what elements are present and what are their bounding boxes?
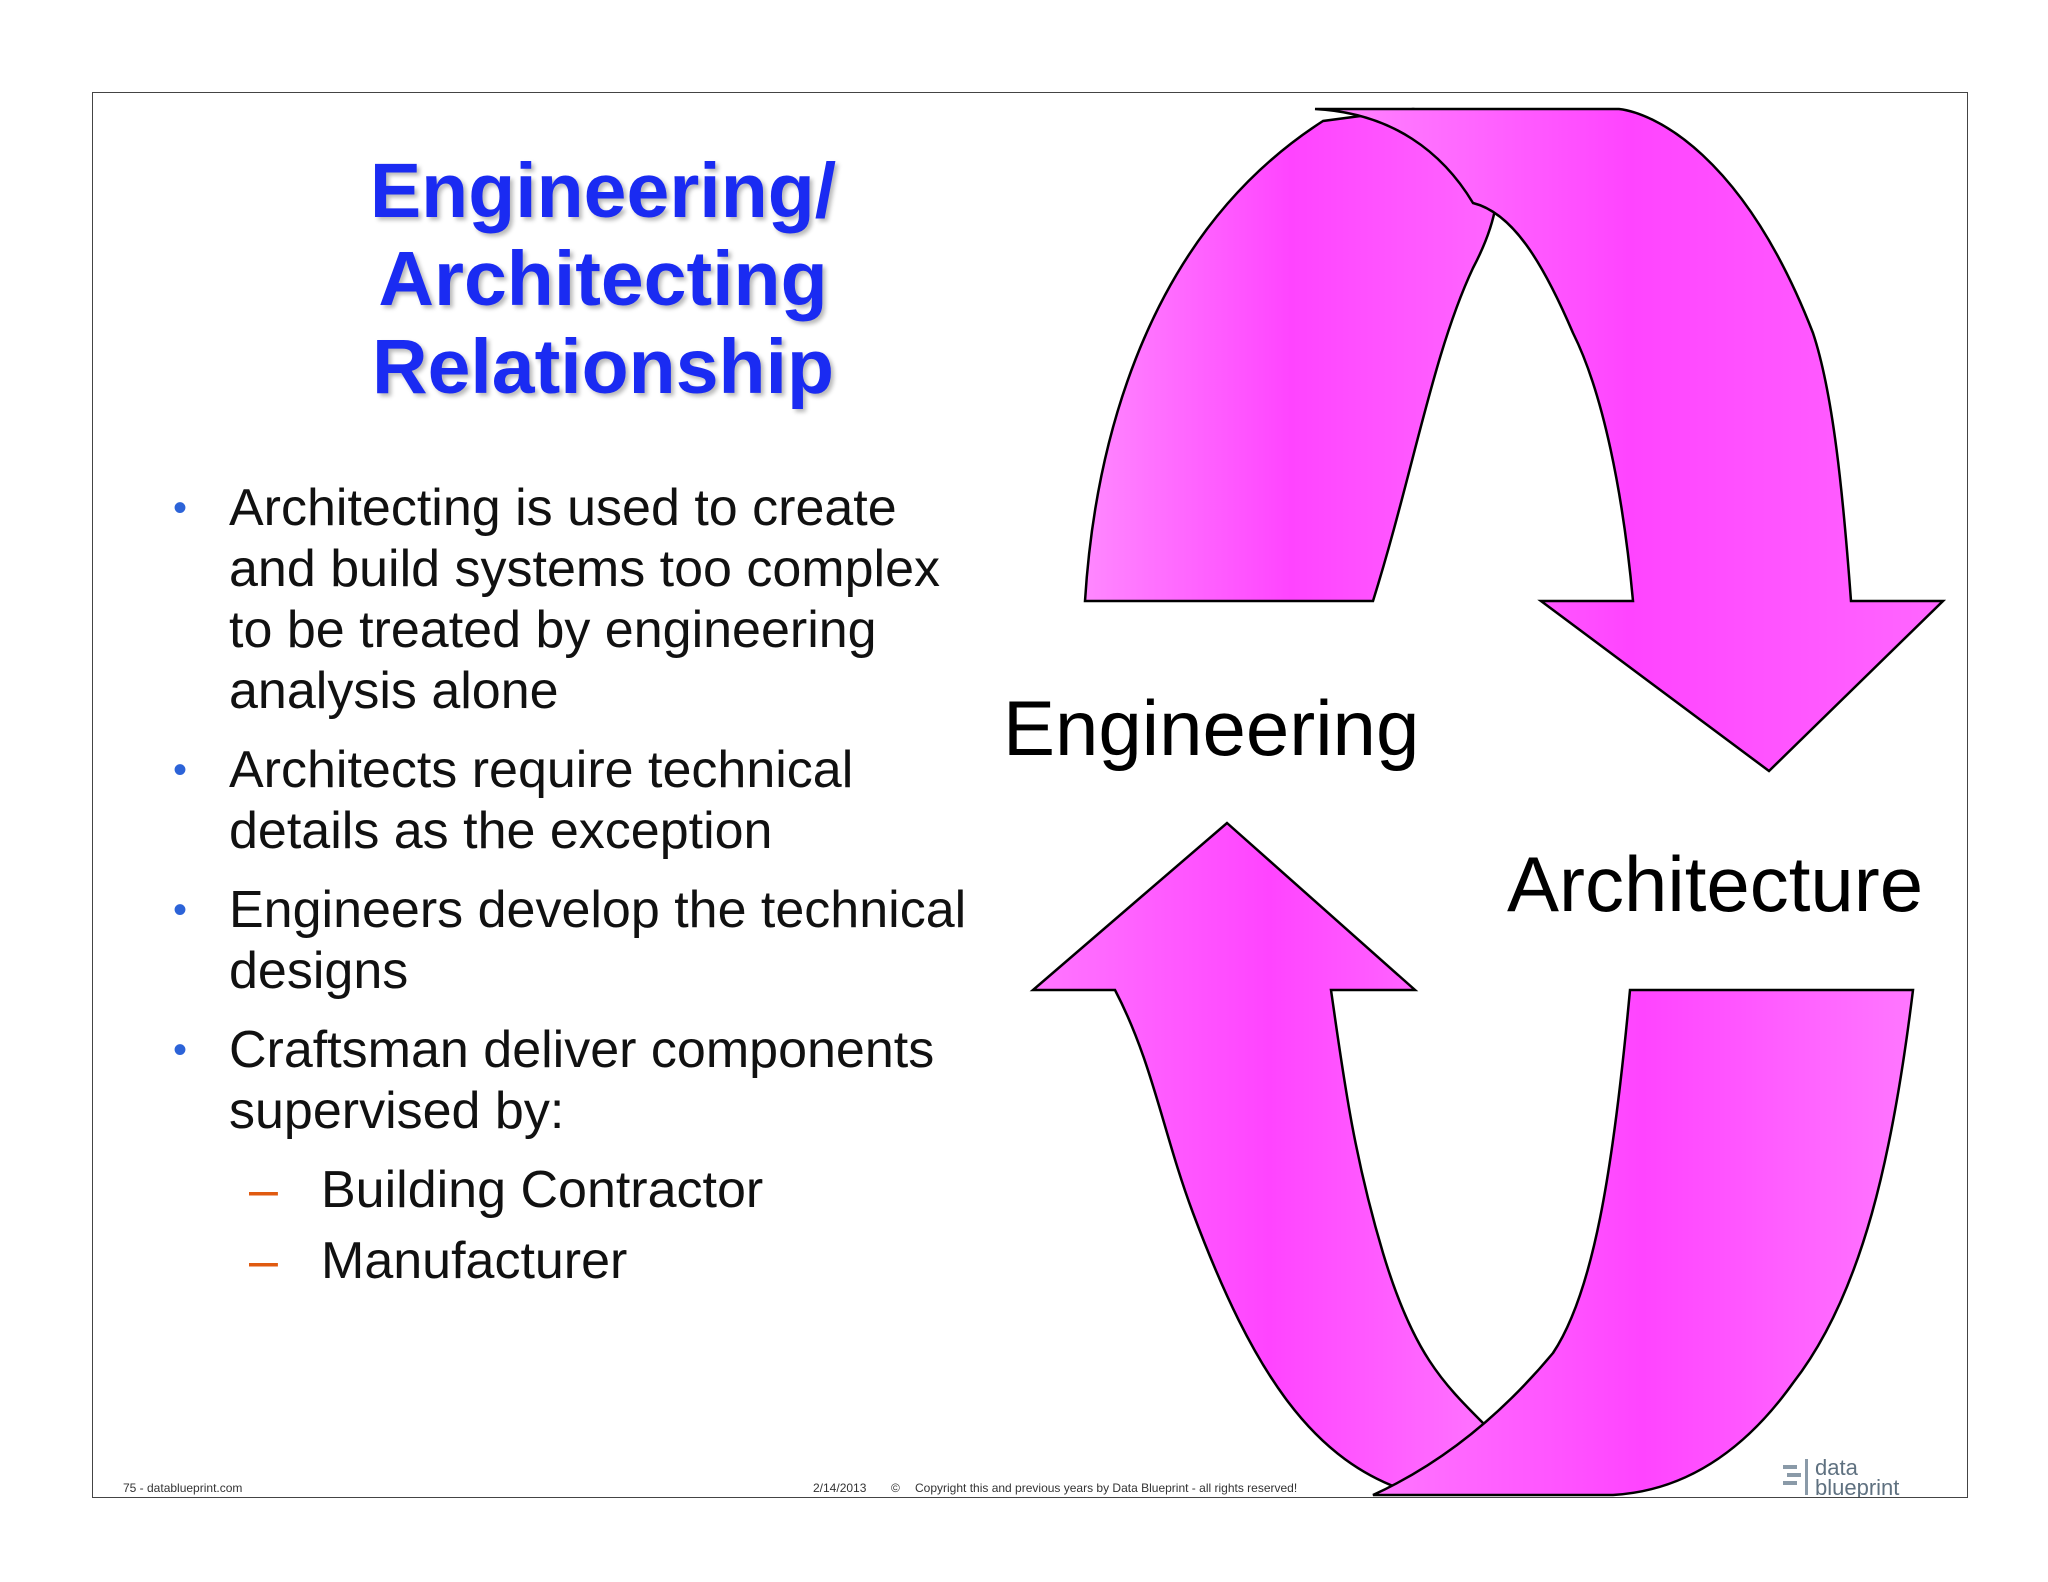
sub-bullet-item: – Building Contractor <box>229 1160 973 1221</box>
sub-bullet-text: Building Contractor <box>321 1161 764 1219</box>
bottom-arc-right-band <box>1372 988 1915 1497</box>
sub-bullet-item: – Manufacturer <box>229 1231 973 1292</box>
dash-icon: – <box>249 1232 278 1290</box>
title-line-1: Engineering/ <box>369 148 837 234</box>
dash-icon: – <box>249 1161 278 1219</box>
footer-date: 2/14/2013 <box>813 1481 867 1495</box>
footer-page: 75 - datablueprint.com <box>123 1481 243 1495</box>
bullet-text: Architects require technical details as … <box>229 741 854 860</box>
logo-text-data: data <box>1815 1455 1859 1480</box>
sub-bullet-list: – Building Contractor – Manufacturer <box>229 1160 973 1292</box>
slide: Engineering/ Architecting Relationship •… <box>92 92 1968 1498</box>
slide-title: Engineering/ Architecting Relationship <box>323 147 883 411</box>
bullet-item: • Architects require technical details a… <box>173 740 973 862</box>
bullet-icon: • <box>173 888 188 932</box>
label-engineering: Engineering <box>1003 684 1419 772</box>
top-arc-left-band <box>1083 107 1499 603</box>
bullet-text: Architecting is used to create and build… <box>229 479 941 720</box>
bullet-item: • Architecting is used to create and bui… <box>173 478 973 722</box>
footer-copyright: Copyright this and previous years by Dat… <box>915 1481 1298 1495</box>
bullet-item: • Engineers develop the technical design… <box>173 880 973 1002</box>
bullet-icon: • <box>173 748 188 792</box>
footer-copyright-symbol: © <box>891 1481 900 1495</box>
bullet-list: • Architecting is used to create and bui… <box>173 478 973 1310</box>
cycle-diagram: Engineering Architecture <box>1003 107 1947 1497</box>
data-blueprint-logo: data blueprint <box>1783 1455 1899 1498</box>
sub-bullet-text: Manufacturer <box>321 1232 628 1290</box>
bullet-icon: • <box>173 486 188 530</box>
logo-text-blueprint: blueprint <box>1815 1475 1899 1498</box>
bottom-arrow <box>1029 821 1508 1495</box>
top-arrow <box>1314 107 1947 773</box>
label-architecture: Architecture <box>1507 840 1923 928</box>
bullet-item: • Craftsman deliver components supervise… <box>173 1020 973 1292</box>
title-line-3: Relationship <box>371 324 835 410</box>
bullet-text: Craftsman deliver components supervised … <box>229 1021 935 1140</box>
title-line-2: Architecting <box>378 236 828 322</box>
bullet-icon: • <box>173 1028 188 1072</box>
bullet-text: Engineers develop the technical designs <box>229 881 967 1000</box>
